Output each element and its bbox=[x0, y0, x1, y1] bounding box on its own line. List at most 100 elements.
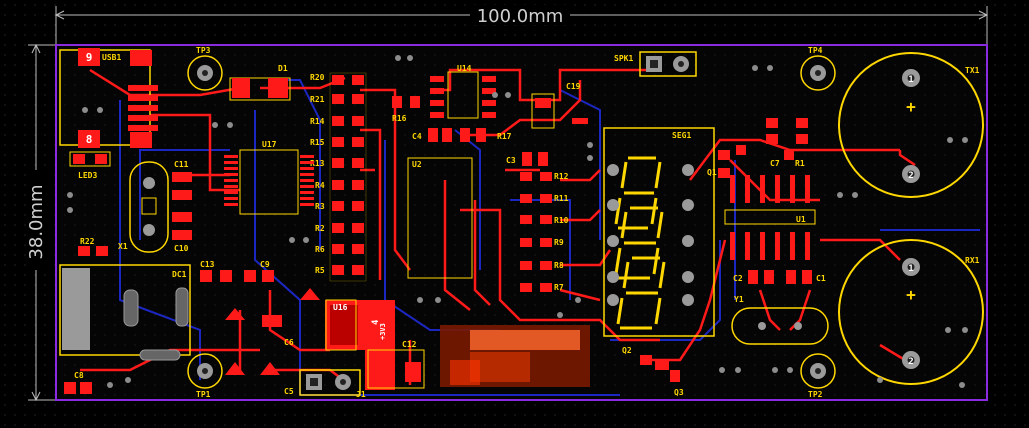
tp2-testpoint[interactable] bbox=[800, 353, 836, 389]
tp1-testpoint[interactable] bbox=[187, 353, 223, 389]
tp4-label: TP4 bbox=[808, 46, 823, 55]
rx1-pin2-label: 2 bbox=[908, 357, 913, 367]
j1-header[interactable] bbox=[299, 369, 361, 396]
spk1-header[interactable] bbox=[639, 51, 697, 77]
c19-label: C19 bbox=[566, 82, 581, 91]
q2-q3-transistors bbox=[640, 355, 680, 382]
usb1-footprint[interactable] bbox=[59, 48, 158, 148]
r4-label: R4 bbox=[315, 181, 325, 190]
tp1-label: TP1 bbox=[196, 390, 211, 399]
x1-label: X1 bbox=[118, 242, 128, 251]
u2-label: U2 bbox=[412, 160, 422, 169]
c10-label: C10 bbox=[174, 244, 189, 253]
resistor-column-left bbox=[329, 72, 367, 282]
c9-label: C9 bbox=[260, 260, 270, 269]
r21-label: R21 bbox=[310, 95, 325, 104]
y1-crystal[interactable] bbox=[731, 307, 829, 345]
seg1-display[interactable] bbox=[603, 127, 715, 337]
c3-capacitor bbox=[522, 152, 548, 166]
usb-pin8-label: 8 bbox=[86, 133, 93, 146]
u16-net-label: +3V3 bbox=[379, 323, 387, 340]
r15-label: R15 bbox=[310, 138, 325, 147]
rx1-transducer[interactable] bbox=[838, 239, 984, 385]
u17-label: U17 bbox=[262, 140, 277, 149]
c6-c8-capacitors bbox=[225, 288, 320, 375]
width-dimension-label: 100.0mm bbox=[477, 6, 564, 27]
j1-label: J1 bbox=[356, 390, 366, 399]
r9-label: R9 bbox=[554, 238, 564, 247]
c13-c9-capacitors bbox=[200, 270, 274, 282]
r7-label: R7 bbox=[554, 283, 564, 292]
r16-footprint bbox=[392, 96, 420, 108]
r22-label: R22 bbox=[80, 237, 95, 246]
d1-label: D1 bbox=[278, 64, 288, 73]
q1-transistor bbox=[718, 145, 746, 178]
c7-r1-cluster bbox=[766, 118, 808, 160]
spk1-label: SPK1 bbox=[614, 54, 633, 63]
rx1-pin1-label: 1 bbox=[908, 264, 913, 274]
u2-footprint[interactable] bbox=[407, 157, 473, 279]
r10-label: R10 bbox=[554, 216, 569, 225]
r16-label: R16 bbox=[392, 114, 407, 123]
tp2-label: TP2 bbox=[808, 390, 823, 399]
q3-label: Q3 bbox=[674, 388, 684, 397]
c7-label: C7 bbox=[770, 159, 780, 168]
ground-pour-highlight bbox=[440, 325, 590, 387]
c11-c10-capacitors bbox=[172, 172, 192, 240]
tx1-transducer[interactable] bbox=[838, 52, 984, 198]
c5-label: C5 bbox=[284, 387, 294, 396]
u16-pin-tag: 4 bbox=[371, 319, 381, 325]
r22-footprint bbox=[78, 246, 108, 256]
u14-footprint[interactable] bbox=[430, 71, 496, 119]
dc1-jack[interactable] bbox=[59, 264, 191, 361]
height-dimension-label: 38.0mm bbox=[26, 184, 47, 259]
dc1-label: DC1 bbox=[172, 270, 187, 279]
c2-label: C2 bbox=[733, 274, 743, 283]
tx1-pin1-label: 1 bbox=[908, 75, 913, 85]
led3-label: LED3 bbox=[78, 171, 97, 180]
r5-label: R5 bbox=[315, 266, 325, 275]
c11-label: C11 bbox=[174, 160, 189, 169]
r3-label: R3 bbox=[315, 202, 325, 211]
u17-footprint[interactable] bbox=[224, 149, 314, 215]
y1-label: Y1 bbox=[734, 295, 744, 304]
c4-r17-footprints bbox=[428, 128, 486, 142]
c6-label: C6 bbox=[284, 338, 294, 347]
u1-footprint[interactable] bbox=[724, 175, 816, 260]
c12-capacitor bbox=[367, 349, 425, 389]
r13-label: R13 bbox=[310, 159, 325, 168]
q1-label: Q1 bbox=[707, 168, 717, 177]
r11-label: R11 bbox=[554, 194, 569, 203]
tx1-plus-label: + bbox=[906, 97, 916, 116]
resistor-column-right bbox=[520, 172, 552, 292]
led3-footprint[interactable] bbox=[69, 151, 111, 167]
u14-label: U14 bbox=[457, 64, 472, 73]
r8-label: R8 bbox=[554, 261, 564, 270]
c12-label: C12 bbox=[402, 340, 417, 349]
tx1-label: TX1 bbox=[965, 66, 980, 75]
c19-capacitor bbox=[531, 93, 588, 129]
u1-label: U1 bbox=[796, 215, 806, 224]
r17-label: R17 bbox=[497, 132, 512, 141]
c8-footprint bbox=[64, 382, 92, 394]
c2-c1-capacitors bbox=[748, 270, 812, 284]
tp4-testpoint[interactable] bbox=[800, 55, 836, 91]
d1-footprint[interactable] bbox=[229, 77, 291, 101]
rx1-plus-label: + bbox=[906, 285, 916, 304]
vias bbox=[67, 55, 968, 388]
r1-label: R1 bbox=[795, 159, 805, 168]
c13-label: C13 bbox=[200, 260, 215, 269]
c4-label: C4 bbox=[412, 132, 422, 141]
r20-label: R20 bbox=[310, 73, 325, 82]
seg1-label: SEG1 bbox=[672, 131, 691, 140]
usb1-label: USB1 bbox=[102, 53, 121, 62]
tp3-label: TP3 bbox=[196, 46, 211, 55]
c3-label: C3 bbox=[506, 156, 516, 165]
u16-label: U16 bbox=[333, 303, 348, 312]
usb-pin9-label: 9 bbox=[86, 51, 93, 64]
c8-label: C8 bbox=[74, 371, 84, 380]
tx1-pin2-label: 2 bbox=[908, 171, 913, 181]
tp3-testpoint[interactable] bbox=[187, 55, 223, 91]
x1-crystal[interactable] bbox=[129, 161, 169, 253]
